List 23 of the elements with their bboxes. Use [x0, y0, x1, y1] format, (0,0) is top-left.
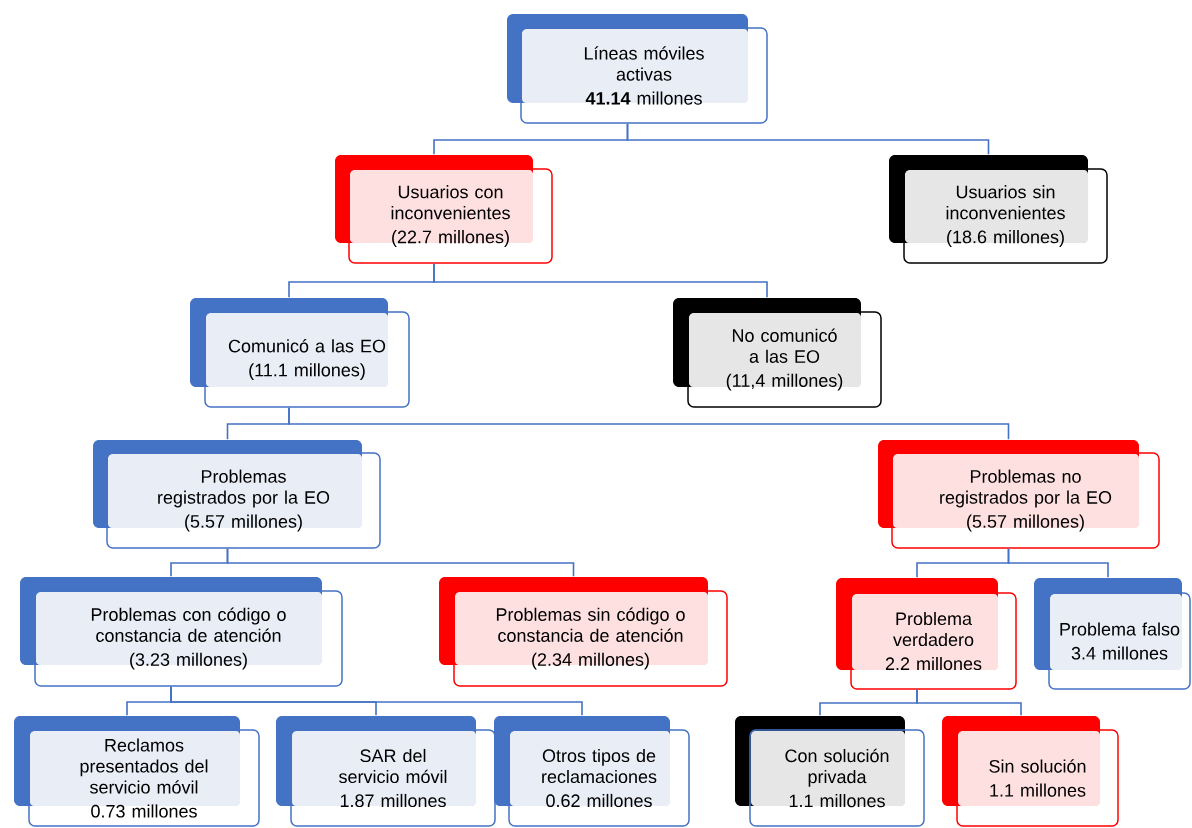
connector-line [626, 122, 990, 156]
connector-line [226, 547, 575, 578]
stacked-card: Problemas registrados por la EO (5.57 millones) [93, 440, 381, 549]
stacked-card: Líneas móviles activas 41.14 millones [507, 14, 768, 124]
connector-line [288, 406, 1010, 441]
stacked-card: Sin solución 1.1 millones [942, 716, 1119, 827]
stacked-card: Usuarios sin inconvenientes (18.6 millones) [889, 155, 1108, 264]
stacked-card: No comunicó a las EO (11,4 millones) [673, 298, 882, 408]
connector-line [433, 262, 768, 299]
stacked-card: Problema falso 3.4 millones [1034, 578, 1191, 690]
stacked-card: Problemas no registrados por la EO (5.57 millones) [878, 440, 1160, 549]
stacked-card: Con solución privada 1.1 millones [735, 716, 925, 827]
stacked-card: Usuarios con inconvenientes (22.7 millones) [335, 155, 553, 264]
stacked-card: SAR del servicio móvil 1.87 millones [276, 716, 496, 827]
stacked-card: Problemas con código o constancia de atención (3.23 millones) [20, 577, 343, 687]
stacked-card: Reclamos presentados del servicio móvil 0.73 millones [14, 716, 260, 827]
stacked-card: Problemas sin código o constancia de atención (2.34 millones) [439, 577, 728, 687]
connector-line [1007, 547, 1109, 579]
stacked-card: Comunicó a las EO (11.1 millones) [190, 298, 410, 408]
stacked-card: Problema verdadero 2.2 millones [836, 578, 1017, 690]
connector-line [170, 685, 583, 717]
stacked-card: Otros tipos de reclamaciones 0.62 millones [494, 716, 690, 827]
connector-line [916, 688, 1022, 717]
